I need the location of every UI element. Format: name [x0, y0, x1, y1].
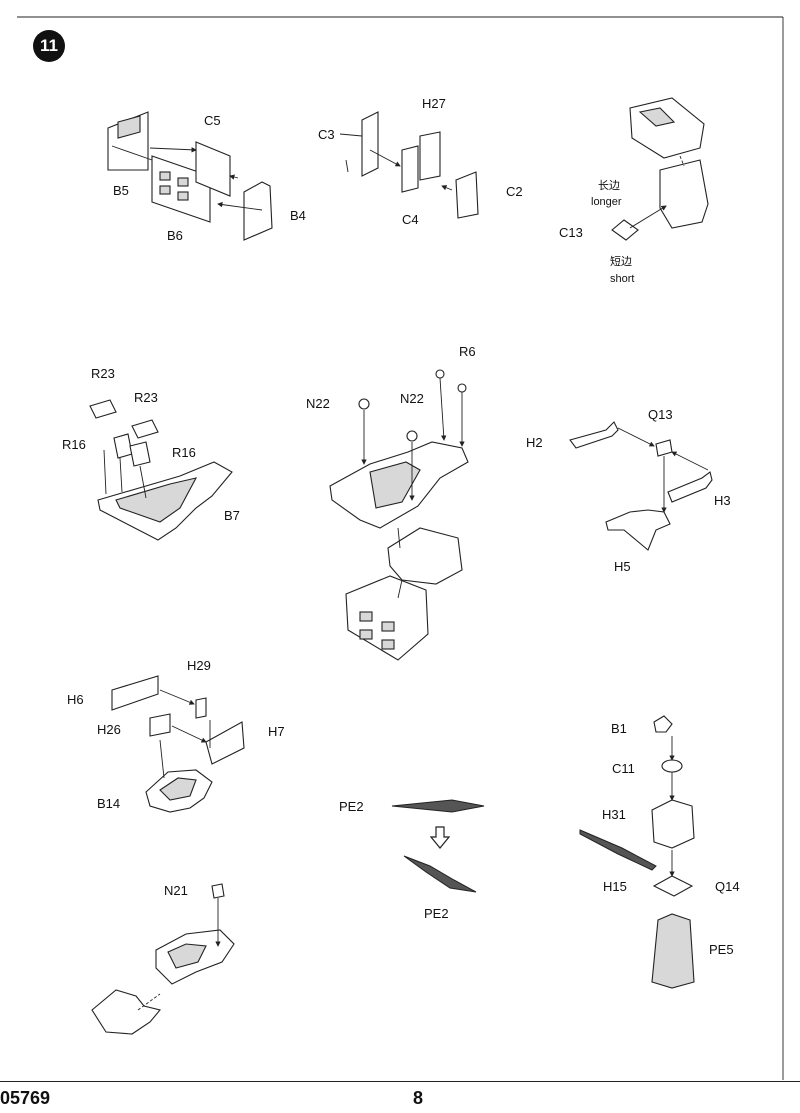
assembly-bridge-box-b: [107, 111, 273, 241]
note-longer-en: longer: [591, 196, 622, 208]
part-label-b6: B6: [167, 228, 183, 243]
part-label-h3: H3: [714, 493, 731, 508]
part-label-h2: H2: [526, 435, 543, 450]
part-label-c5: C5: [204, 113, 221, 128]
part-label-b5: B5: [113, 183, 129, 198]
assembly-mast: [579, 715, 695, 989]
part-label-h29: H29: [187, 658, 211, 673]
part-label-c2: C2: [506, 184, 523, 199]
assembly-deck-b14: [111, 675, 245, 813]
part-label-q13: Q13: [648, 407, 673, 422]
part-label-pe2-b: PE2: [424, 906, 449, 921]
assembly-tower-c13: [611, 97, 709, 241]
part-label-q14: Q14: [715, 879, 740, 894]
part-label-h26: H26: [97, 722, 121, 737]
assembly-bridge-box-c: [339, 111, 479, 219]
assembly-platform-h5: [569, 421, 713, 551]
part-label-r16-a: R16: [62, 437, 86, 452]
part-label-c3: C3: [318, 127, 335, 142]
part-label-n22-a: N22: [306, 396, 330, 411]
hollow-down-arrow-icon: [430, 826, 450, 849]
footer-rule: [0, 1081, 800, 1082]
assembly-pe2: [391, 799, 485, 893]
part-label-r6: R6: [459, 344, 476, 359]
part-label-c11: C11: [612, 761, 635, 776]
note-short-zh: 短边: [610, 256, 632, 268]
note-longer-zh: 长边: [598, 180, 620, 192]
assembly-deck-b7: [89, 399, 233, 541]
part-label-r23-b: R23: [134, 390, 158, 405]
part-label-b1: B1: [611, 721, 627, 736]
assembly-bridge-stack: [329, 369, 469, 661]
part-label-b14: B14: [97, 796, 121, 811]
part-label-h27: H27: [422, 96, 446, 111]
page-number: 8: [413, 1088, 424, 1108]
assembly-deck-n21: [91, 883, 235, 1035]
part-label-h7: H7: [268, 724, 285, 739]
part-label-c4: C4: [402, 212, 419, 227]
part-label-b7: B7: [224, 508, 240, 523]
part-label-pe2-a: PE2: [339, 799, 364, 814]
part-label-n21: N21: [164, 883, 188, 898]
part-label-h5: H5: [614, 559, 631, 574]
part-label-h6: H6: [67, 692, 84, 707]
part-label-h15: H15: [603, 879, 627, 894]
part-label-b4: B4: [290, 208, 306, 223]
part-label-r16-b: R16: [172, 445, 196, 460]
note-short-en: short: [610, 273, 635, 285]
step-number-badge: 11: [33, 30, 65, 62]
part-label-h31: H31: [602, 807, 626, 822]
part-label-pe5: PE5: [709, 942, 734, 957]
part-label-c13: C13: [559, 225, 583, 240]
part-label-n22-b: N22: [400, 391, 424, 406]
kit-code: 05769: [0, 1088, 51, 1108]
part-label-r23-a: R23: [91, 366, 115, 381]
